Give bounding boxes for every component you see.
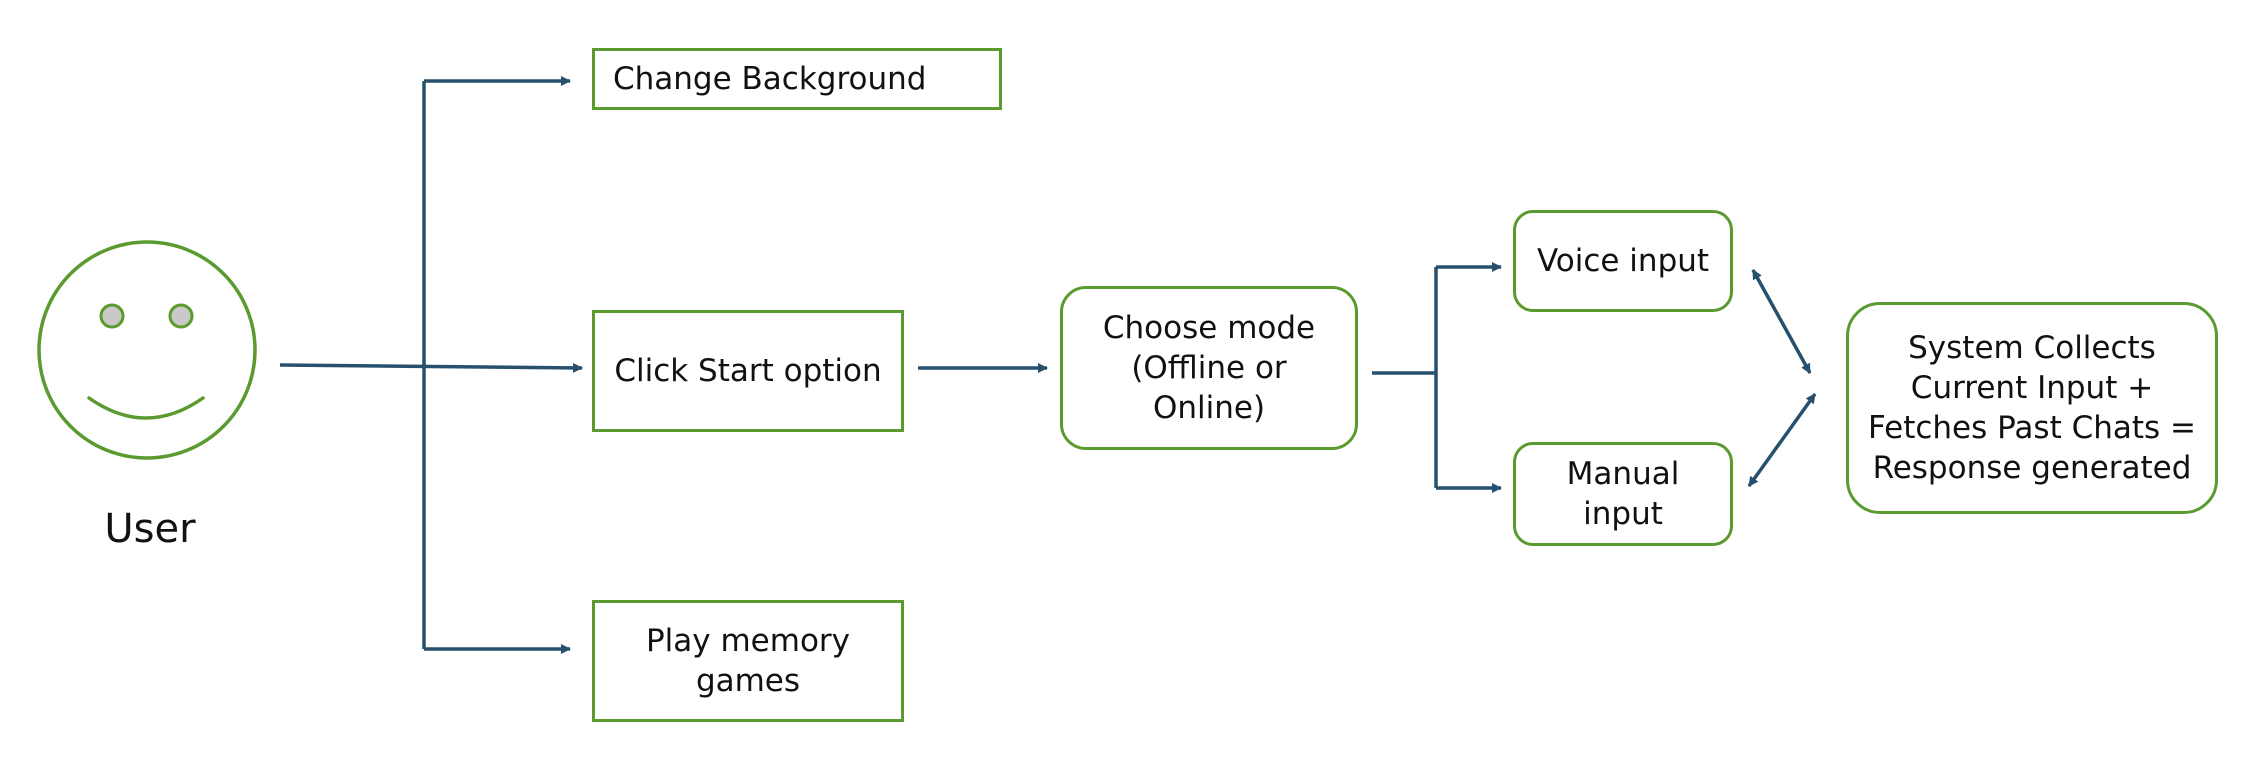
smiley-face-icon xyxy=(37,240,257,460)
face-outline xyxy=(37,240,257,460)
left-eye xyxy=(99,303,125,329)
voice-input-label: Voice input xyxy=(1536,243,1710,279)
voice-input-box: Voice input xyxy=(1513,210,1733,312)
play-memory-games-label: Play memory games xyxy=(645,623,851,699)
user-label: User xyxy=(104,506,196,552)
right-eye xyxy=(168,303,194,329)
arrow-user-to-start xyxy=(279,362,583,373)
system-collects-label: System Collects Current Input + Fetches … xyxy=(1867,330,2196,486)
click-start-label: Click Start option xyxy=(614,353,882,389)
arrow-voice-system xyxy=(1751,269,1812,374)
manual-input-label: Manual input xyxy=(1566,456,1680,532)
smile-mouth xyxy=(87,396,205,420)
choose-mode-box: Choose mode (Offline or Online) xyxy=(1060,286,1358,450)
system-collects-box: System Collects Current Input + Fetches … xyxy=(1846,302,2218,514)
play-memory-games-box: Play memory games xyxy=(592,600,904,722)
change-background-label: Change Background xyxy=(613,61,927,97)
arrow-manual-system xyxy=(1747,392,1817,488)
click-start-box: Click Start option xyxy=(592,310,904,432)
change-background-box: Change Background xyxy=(592,48,1002,110)
manual-input-box: Manual input xyxy=(1513,442,1733,546)
choose-mode-label: Choose mode (Offline or Online) xyxy=(1102,310,1316,426)
